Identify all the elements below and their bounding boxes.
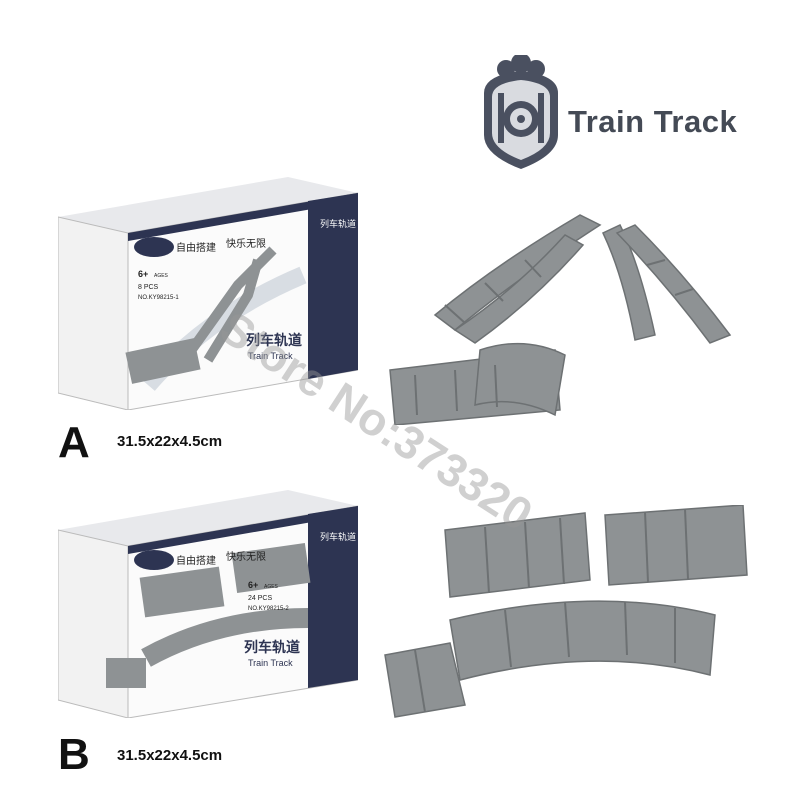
box-b-pcs: 24 PCS — [248, 595, 272, 602]
box-b-edge-title: 列车轨道 — [320, 531, 356, 542]
box-b-age-label: AGES — [264, 584, 279, 590]
box-a-age-label: AGES — [154, 273, 169, 279]
box-a-title-cn: 列车轨道 — [246, 332, 302, 348]
box-a-edge-title: 列车轨道 — [320, 218, 356, 229]
variant-b-letter: B — [58, 730, 90, 779]
variant-a-letter: A — [58, 418, 90, 467]
train-track-logo — [484, 55, 558, 169]
box-b-emblem — [134, 550, 174, 570]
variant-b-dimensions: 31.5x22x4.5cm — [117, 747, 223, 764]
box-b-title-en: Train Track — [248, 658, 293, 668]
box-a-age: 6+ — [138, 269, 148, 279]
variant-a-dimensions: 31.5x22x4.5cm — [117, 433, 223, 450]
tracks-b-image — [384, 505, 748, 718]
box-a-model-no: NO.KY98215-1 — [138, 295, 179, 301]
box-b-tracks — [106, 543, 311, 688]
tracks-a-image — [389, 214, 732, 425]
box-a-image: 自由搭建 快乐无限 列车轨道 6+ AGES 8 PCS NO.KY98215-… — [58, 177, 358, 410]
box-b-age: 6+ — [248, 580, 258, 590]
box-a-title-en: Train Track — [248, 351, 293, 361]
box-a-tracks — [125, 246, 277, 384]
box-b-slogan-1: 自由搭建 — [176, 554, 216, 567]
box-b-image: 自由搭建 快乐无限 列车轨道 6+ AGES 24 PCS NO.KY98215… — [58, 490, 358, 718]
brand-name: Train Track — [568, 104, 738, 139]
box-a-pcs: 8 PCS — [138, 284, 159, 291]
box-b-model-no: NO.KY98215-2 — [248, 606, 289, 612]
box-a-emblem — [134, 237, 174, 257]
box-b-slogan-2: 快乐无限 — [226, 551, 266, 563]
box-a-slogan-1: 自由搭建 — [176, 241, 216, 254]
box-b-title-cn: 列车轨道 — [244, 639, 300, 655]
box-a-slogan-2: 快乐无限 — [226, 238, 266, 250]
